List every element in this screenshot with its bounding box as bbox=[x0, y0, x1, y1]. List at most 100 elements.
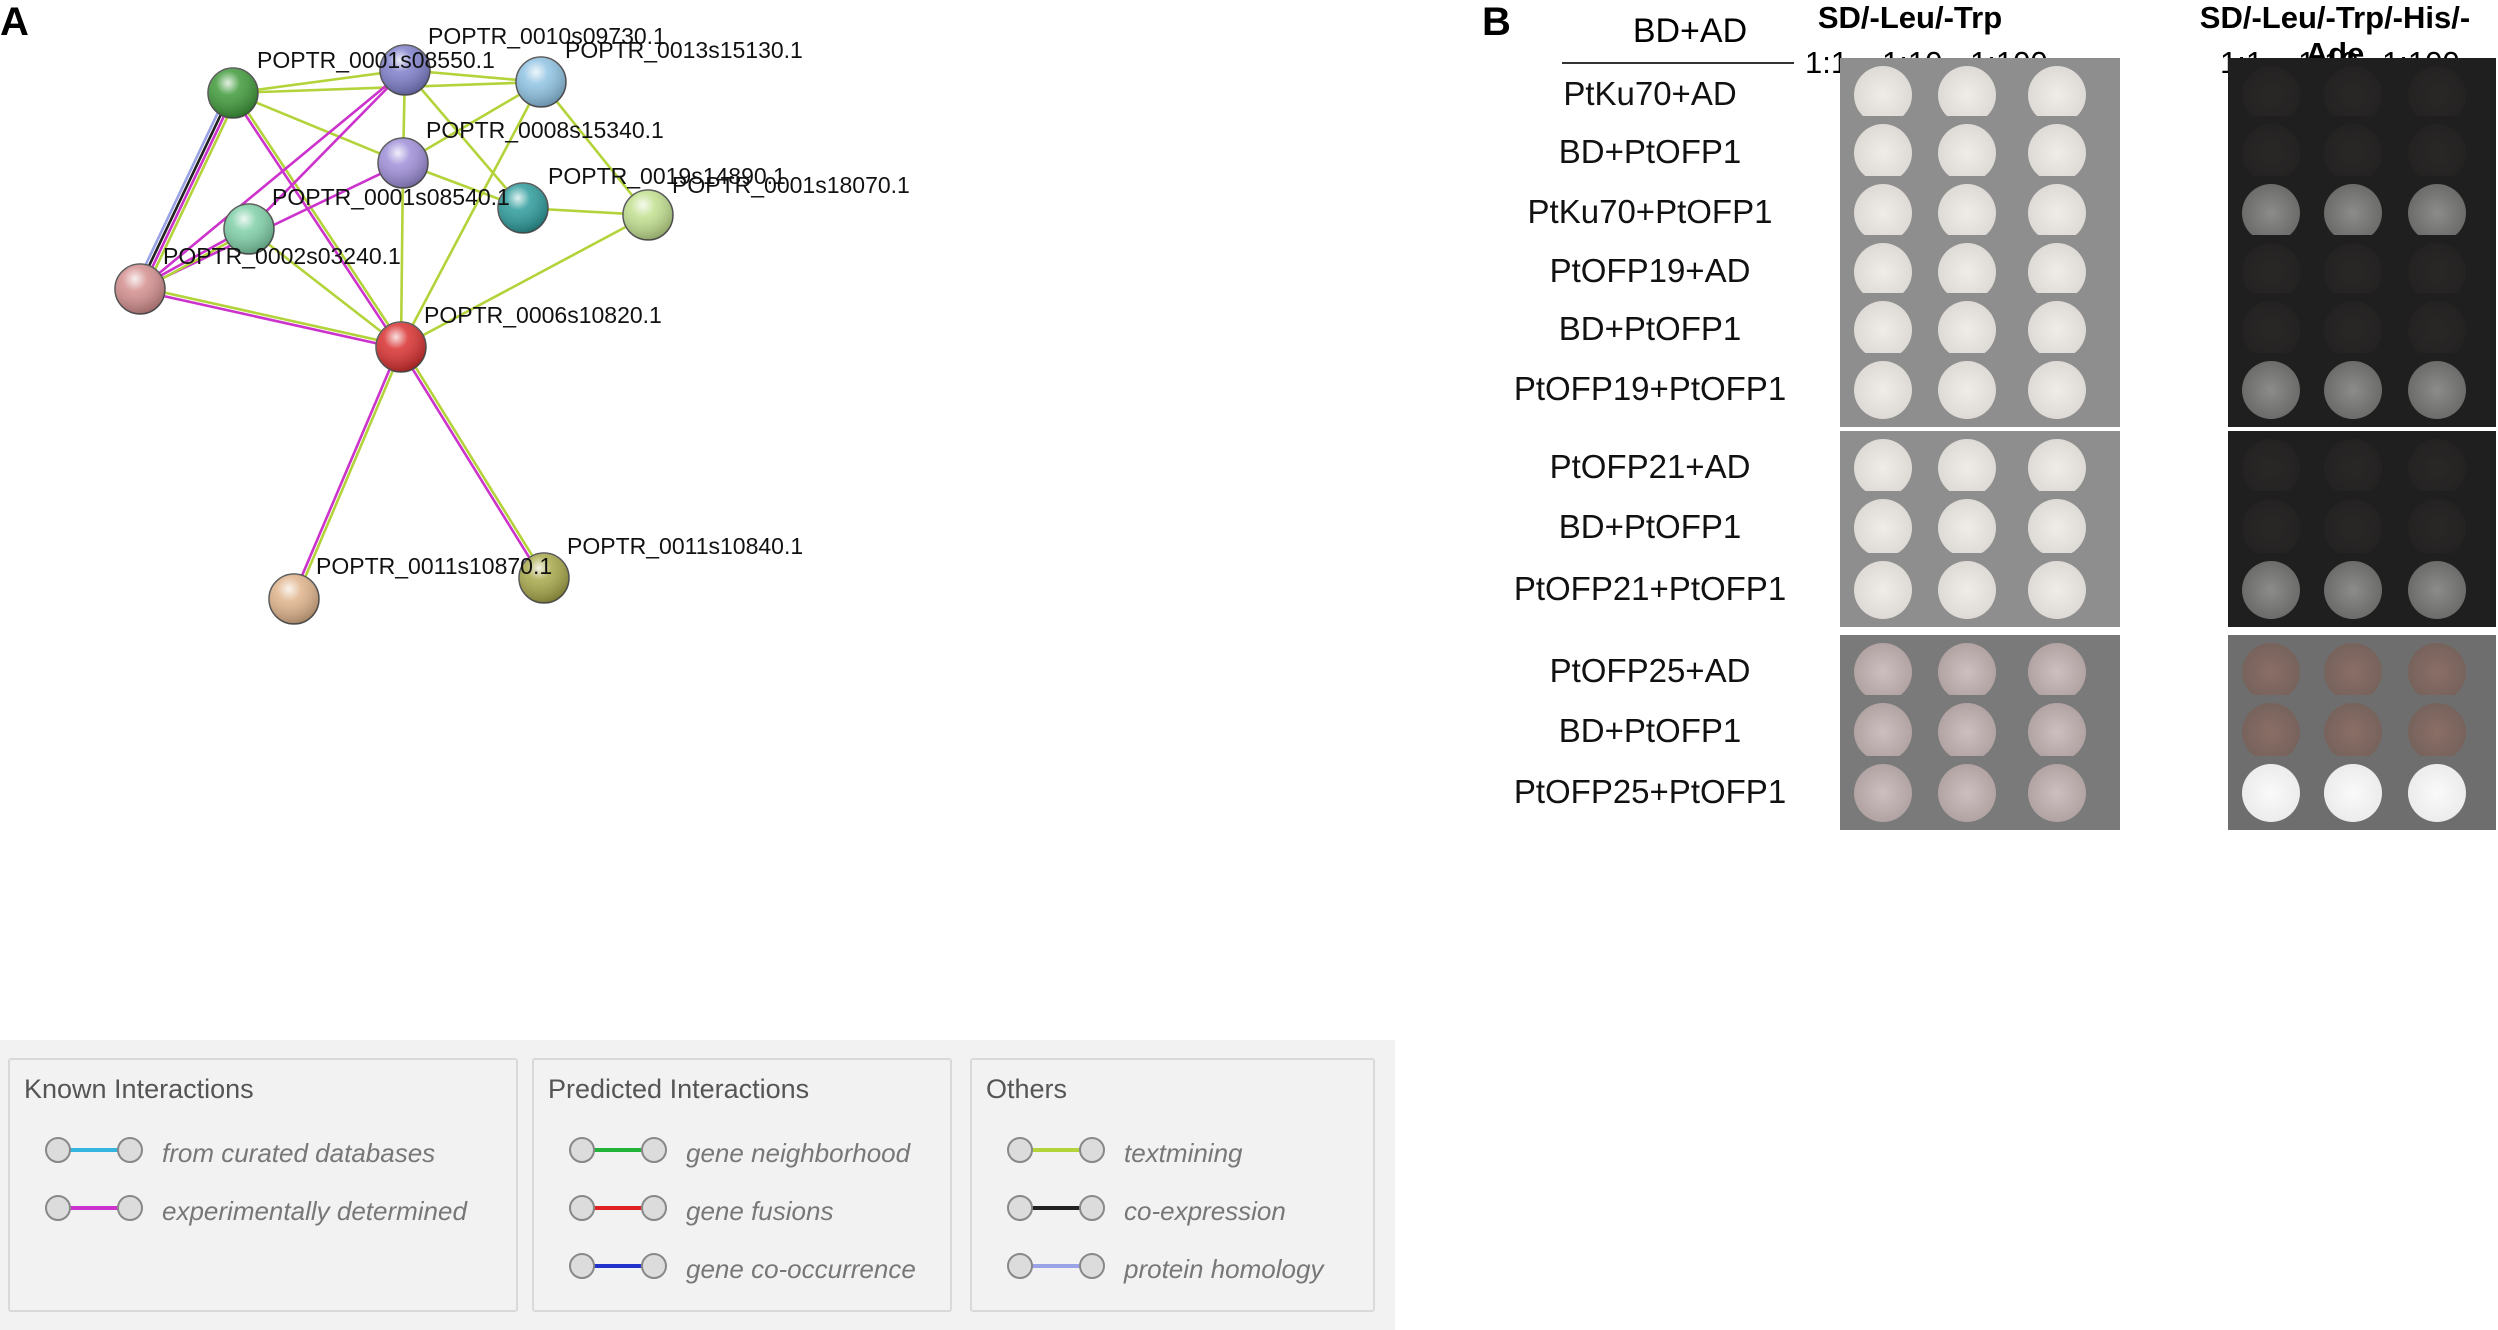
network-edge bbox=[140, 286, 402, 347]
network-edge bbox=[404, 69, 524, 209]
legend-known-title: Known Interactions bbox=[24, 1074, 254, 1104]
yeast-spot bbox=[1938, 439, 1996, 497]
yeast-spot bbox=[2408, 66, 2466, 124]
row-label: PtOFP25+AD bbox=[1549, 652, 1751, 689]
plate-sd-leu-trp-his-ade bbox=[2228, 553, 2496, 627]
yeast-spot bbox=[1854, 703, 1912, 761]
network-edge bbox=[398, 347, 544, 580]
row-label: BD+PtOFP1 bbox=[1558, 712, 1742, 749]
yeast-spot bbox=[1854, 499, 1912, 557]
edge-swatch-icon bbox=[45, 1195, 143, 1221]
yeast-spot bbox=[2408, 499, 2466, 557]
network-edge bbox=[399, 162, 405, 348]
network-edge bbox=[232, 68, 406, 95]
row-label: BD+PtOFP1 bbox=[1558, 310, 1742, 347]
yeast-spot bbox=[2242, 439, 2300, 497]
yeast-spot bbox=[2028, 703, 2086, 761]
yeast-spot bbox=[2028, 561, 2086, 619]
plate-sd-leu-trp-his-ade bbox=[2228, 353, 2496, 427]
node-label: POPTR_0002s03240.1 bbox=[163, 243, 401, 269]
network-node[interactable] bbox=[622, 189, 674, 241]
legend-item: gene co-occurrence bbox=[534, 1246, 950, 1286]
node-label: POPTR_0011s10870.1 bbox=[316, 553, 552, 579]
yeast-spot bbox=[2242, 66, 2300, 124]
row-label: BD+PtOFP1 bbox=[1558, 508, 1742, 545]
yeast-spot bbox=[2242, 764, 2300, 822]
network-node[interactable] bbox=[268, 573, 320, 625]
edge-swatch-icon bbox=[569, 1195, 667, 1221]
yeast-spot bbox=[1938, 66, 1996, 124]
yeast-spot bbox=[1854, 764, 1912, 822]
yeast-spot bbox=[1854, 561, 1912, 619]
plate-sd-leu-trp bbox=[1840, 353, 2120, 427]
yeast-spot bbox=[2028, 184, 2086, 242]
network-edge bbox=[402, 80, 542, 165]
yeast-spot bbox=[1854, 301, 1912, 359]
yeast-spot bbox=[2242, 184, 2300, 242]
network-node[interactable] bbox=[223, 203, 275, 255]
yeast-spot bbox=[2408, 301, 2466, 359]
legend-label: gene co-occurrence bbox=[686, 1254, 916, 1284]
yeast-spot bbox=[2324, 361, 2382, 419]
yeast-spot bbox=[2028, 439, 2086, 497]
medium-sd-leu-trp: SD/-Leu/-Trp bbox=[1817, 0, 2003, 35]
yeast-two-hybrid-panel: B BD+AD SD/-Leu/-Trp 1:1 1:10 1:100 SD/-… bbox=[1460, 0, 2498, 1329]
row-label: PtOFP19+PtOFP1 bbox=[1513, 370, 1787, 407]
yeast-spot bbox=[1938, 243, 1996, 301]
yeast-spot bbox=[2408, 643, 2466, 701]
edge-swatch-icon bbox=[1007, 1253, 1105, 1279]
legend-item: gene fusions bbox=[534, 1188, 950, 1228]
protein-network: POPTR_0001s08550.1POPTR_0010s09730.1POPT… bbox=[114, 23, 910, 625]
yeast-spot bbox=[1938, 561, 1996, 619]
yeast-spot bbox=[2028, 499, 2086, 557]
yeast-spot bbox=[2408, 124, 2466, 182]
yeast-spot bbox=[1938, 184, 1996, 242]
yeast-spot bbox=[1854, 361, 1912, 419]
row-label: PtOFP25+PtOFP1 bbox=[1513, 773, 1787, 810]
yeast-spot bbox=[2242, 499, 2300, 557]
network-node[interactable] bbox=[518, 552, 570, 604]
panel-a-letter: A bbox=[0, 0, 29, 44]
network-edge bbox=[248, 227, 402, 349]
legend-item: experimentally determined bbox=[10, 1188, 516, 1228]
node-label: POPTR_0001s08550.1 bbox=[257, 47, 495, 73]
network-node[interactable] bbox=[377, 137, 429, 189]
edge-swatch-icon bbox=[1007, 1195, 1105, 1221]
legend-others: Others textmining co-expression protein … bbox=[970, 1058, 1375, 1312]
network-node[interactable] bbox=[515, 56, 567, 108]
row-label: PtOFP21+PtOFP1 bbox=[1513, 570, 1787, 607]
network-edge bbox=[400, 213, 649, 349]
network-edge bbox=[139, 68, 406, 291]
yeast-spot bbox=[2242, 301, 2300, 359]
yeast-spot bbox=[2408, 361, 2466, 419]
yeast-spot bbox=[2028, 243, 2086, 301]
yeast-spot bbox=[2028, 361, 2086, 419]
row-label: PtOFP19+AD bbox=[1549, 252, 1751, 289]
network-node[interactable] bbox=[497, 182, 549, 234]
yeast-spot bbox=[2028, 643, 2086, 701]
legend-item: co-expression bbox=[972, 1188, 1373, 1228]
edge-swatch-icon bbox=[569, 1137, 667, 1163]
network-edge bbox=[233, 91, 404, 347]
network-node[interactable] bbox=[375, 321, 427, 373]
plate-sd-leu-trp-his-ade bbox=[2228, 491, 2496, 565]
network-edge bbox=[399, 81, 543, 348]
yeast-spot bbox=[1938, 361, 1996, 419]
yeast-spot bbox=[1938, 764, 1996, 822]
node-label: POPTR_0019s14890.1 bbox=[548, 163, 786, 189]
plate-sd-leu-trp bbox=[1840, 553, 2120, 627]
plate-sd-leu-trp bbox=[1840, 491, 2120, 565]
legend-item: textmining bbox=[972, 1130, 1373, 1170]
node-label: POPTR_0001s18070.1 bbox=[672, 172, 910, 198]
yeast-spot bbox=[2324, 643, 2382, 701]
legend-item: protein homology bbox=[972, 1246, 1373, 1286]
network-node[interactable] bbox=[379, 44, 431, 96]
network-node[interactable] bbox=[207, 67, 259, 119]
legend-label: gene fusions bbox=[686, 1196, 834, 1226]
network-node[interactable] bbox=[114, 263, 166, 315]
yeast-spot bbox=[1854, 243, 1912, 301]
yeast-spot bbox=[2242, 361, 2300, 419]
yeast-spot bbox=[2242, 124, 2300, 182]
yeast-spot bbox=[1854, 643, 1912, 701]
network-edge bbox=[134, 90, 230, 288]
